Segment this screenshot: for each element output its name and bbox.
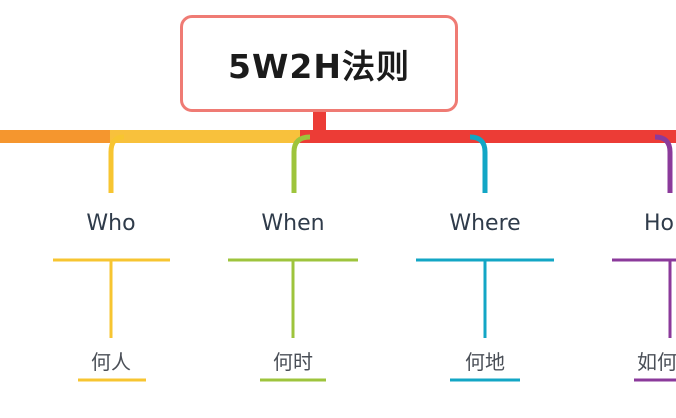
branch-label-how[interactable]: Ho xyxy=(644,211,675,236)
central-topic[interactable]: 5W2H法则 xyxy=(180,15,458,112)
sub-topic-when[interactable]: 何时 xyxy=(273,350,313,374)
sub-topic-where[interactable]: 何地 xyxy=(465,350,505,374)
branch-connector-how xyxy=(654,134,673,193)
branch-connector-who xyxy=(108,134,125,193)
branch-connector-where xyxy=(469,134,488,193)
trunk-segment-yellow xyxy=(110,130,310,143)
branch-label-who[interactable]: Who xyxy=(86,211,136,236)
branch-connector-when xyxy=(291,134,311,193)
branch-label-when[interactable]: When xyxy=(261,211,325,236)
branch-label-where[interactable]: Where xyxy=(449,211,521,236)
central-topic-title: 5W2H法则 xyxy=(228,46,410,86)
sub-topic-who[interactable]: 何人 xyxy=(91,350,131,374)
title-stem xyxy=(313,112,326,136)
trunk-segment-orange xyxy=(0,130,125,143)
sub-topic-how[interactable]: 如何 xyxy=(637,350,676,374)
trunk-segment-red xyxy=(300,130,676,143)
